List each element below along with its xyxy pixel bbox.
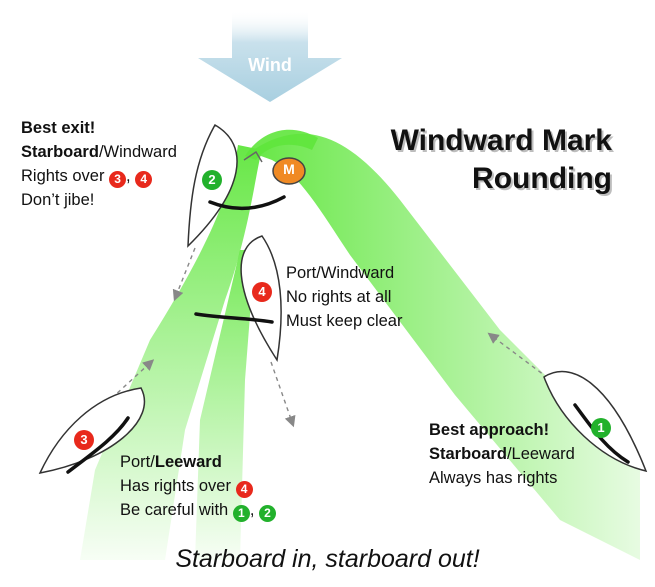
boat-2-note: Best exit! Starboard/Windward Rights ove… xyxy=(21,116,177,212)
boat-2-advice: Don’t jibe! xyxy=(21,191,95,209)
windward-mark xyxy=(272,157,306,185)
boat-3 xyxy=(38,387,146,475)
badge-1: 1 xyxy=(232,505,250,522)
wind-label: Wind xyxy=(248,55,292,75)
wind-arrow xyxy=(198,10,342,102)
boat-3-note: Port/Leeward Has rights over 4 Be carefu… xyxy=(120,450,276,522)
badge-3: 3 xyxy=(109,171,127,188)
title-line-1: Windward Mark xyxy=(390,124,612,157)
badge-4: 4 xyxy=(135,171,153,188)
boat-4-note: Port/Windward No rights at all Must keep… xyxy=(286,261,402,333)
diagram-title: Windward Mark Rounding xyxy=(380,122,612,198)
boat-1-heading: Best approach! xyxy=(429,421,550,439)
boat-4-advice: Must keep clear xyxy=(286,312,403,330)
boat-1-note: Best approach! Starboard/Leeward Always … xyxy=(429,418,575,490)
boat-3-tack: Port/Leeward xyxy=(120,453,222,471)
boat-2-heading: Best exit! xyxy=(21,119,96,137)
boat-4-badge: 4 xyxy=(252,282,272,302)
boat-3-badge: 3 xyxy=(74,430,94,450)
boat-1-tack: Starboard/Leeward xyxy=(429,445,575,463)
boat-2-rights: Rights over 3, 4 xyxy=(21,164,177,188)
course-arrows xyxy=(87,247,549,428)
motto: Starboard in, starboard out! xyxy=(175,545,480,573)
boat-1-rights: Always has rights xyxy=(429,469,558,487)
mark-label: M xyxy=(283,161,295,177)
boat-1-badge: 1 xyxy=(591,418,611,438)
badge-2: 2 xyxy=(258,505,276,522)
title-line-2: Rounding xyxy=(472,162,612,195)
boat-4-rights: No rights at all xyxy=(286,288,392,306)
rounding-lanes xyxy=(80,129,640,560)
boat-3-rights: Has rights over 4 xyxy=(120,474,276,498)
boat-3-advice: Be careful with 1, 2 xyxy=(120,498,276,522)
boat-2-badge: 2 xyxy=(202,170,222,190)
badge-4: 4 xyxy=(235,481,253,498)
boat-4-tack: Port/Windward xyxy=(286,264,395,282)
boat-2-tack: Starboard/Windward xyxy=(21,143,177,161)
